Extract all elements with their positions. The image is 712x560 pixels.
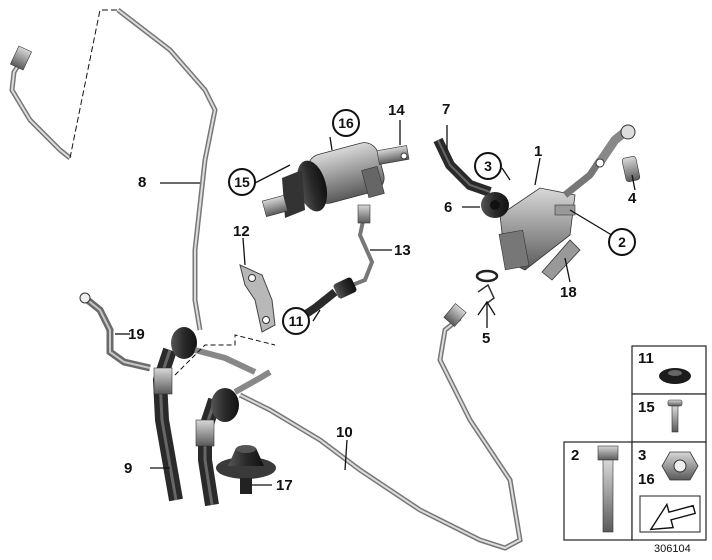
callout-12: 12 bbox=[233, 223, 250, 240]
callout-2-circled: 2 bbox=[608, 228, 636, 256]
bracket-12 bbox=[239, 264, 276, 333]
grommet-17 bbox=[216, 445, 276, 494]
inset-label-15: 15 bbox=[638, 399, 655, 416]
callout-10: 10 bbox=[336, 424, 353, 441]
slave-cylinder-14 bbox=[261, 142, 410, 218]
callout-7: 7 bbox=[442, 101, 451, 118]
inset-label-11: 11 bbox=[638, 350, 654, 367]
inset-nut-icon bbox=[661, 451, 699, 481]
inset-grommet-icon bbox=[659, 368, 691, 384]
callout-15-circled: 15 bbox=[228, 168, 256, 196]
inset-label-3: 3 bbox=[638, 447, 647, 464]
callout-4: 4 bbox=[628, 190, 637, 207]
master-cylinder-1 bbox=[475, 124, 636, 305]
inset-label-16: 16 bbox=[638, 471, 655, 488]
callout-3-circled: 3 bbox=[474, 152, 502, 180]
callout-9: 9 bbox=[124, 460, 133, 477]
callout-19: 19 bbox=[128, 326, 145, 343]
callout-17: 17 bbox=[276, 477, 293, 494]
inset-arrow-icon bbox=[639, 495, 701, 533]
callout-14: 14 bbox=[388, 102, 405, 119]
callout-5: 5 bbox=[482, 330, 491, 347]
callout-11-circled: 11 bbox=[282, 307, 310, 335]
callout-6: 6 bbox=[444, 199, 453, 216]
clip-18 bbox=[541, 239, 581, 281]
inset-bolt-15-icon bbox=[667, 399, 683, 433]
document-number: 306104 bbox=[654, 543, 691, 555]
hose-7 bbox=[433, 137, 492, 197]
pipe-10 bbox=[238, 303, 523, 551]
callout-1: 1 bbox=[534, 143, 543, 160]
pin-4 bbox=[621, 156, 641, 182]
bracket-19 bbox=[79, 292, 151, 372]
inset-label-2: 2 bbox=[571, 447, 580, 464]
callout-8: 8 bbox=[138, 174, 147, 191]
callout-13: 13 bbox=[394, 242, 411, 259]
hose-9 bbox=[152, 327, 276, 507]
inset-bolt-2-icon bbox=[597, 445, 619, 533]
line-13 bbox=[297, 204, 375, 322]
callout-18: 18 bbox=[560, 284, 577, 301]
callout-16-circled: 16 bbox=[332, 109, 360, 137]
pipe-8 bbox=[9, 8, 218, 331]
leader-lines bbox=[115, 120, 636, 486]
